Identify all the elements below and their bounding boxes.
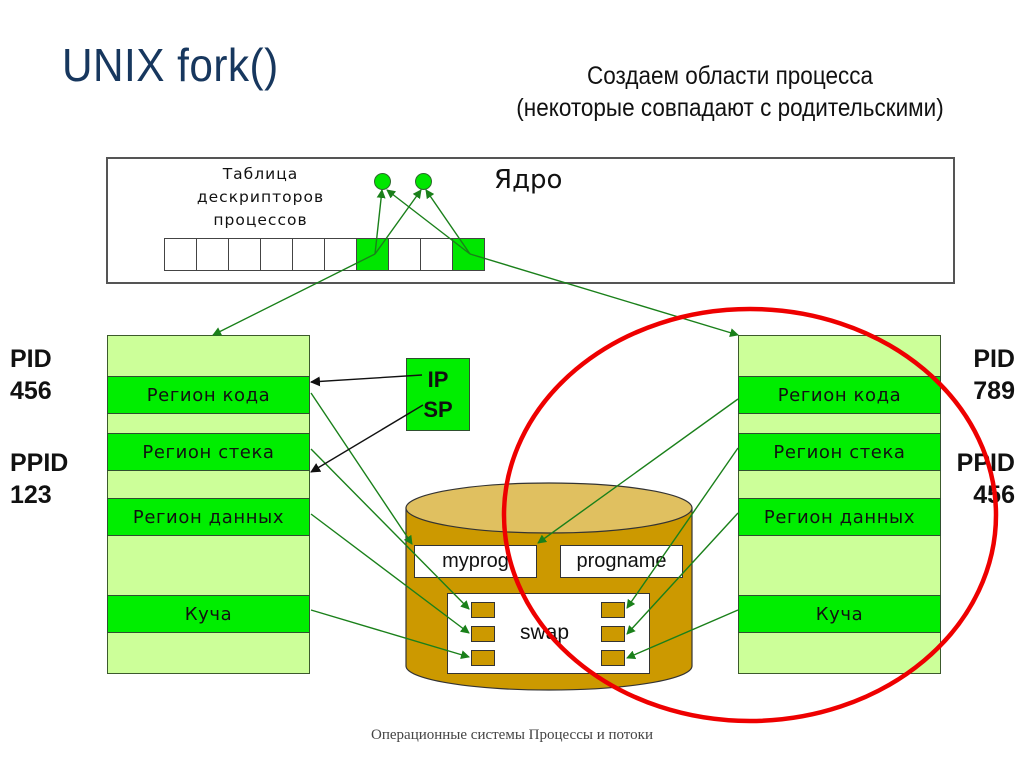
swap-page-left-3 xyxy=(471,650,495,666)
kernel-label: Ядро xyxy=(494,165,563,195)
arrow-child-heap-to-swap xyxy=(626,609,739,659)
table-slot-empty xyxy=(196,238,228,271)
table-slot-empty xyxy=(228,238,260,271)
table-slot-empty xyxy=(388,238,420,271)
parent-ppid-label: PPID xyxy=(10,449,69,477)
slide-title: UNIX fork() xyxy=(62,39,279,91)
parent-pid-label: PID xyxy=(10,345,52,373)
subtitle-line-1: Создаем области процесса xyxy=(586,62,873,90)
swap-page-left-2 xyxy=(471,626,495,642)
arrow-slot10-to-node-2 xyxy=(425,189,471,255)
child-pid: PID 789 xyxy=(967,343,1015,407)
arrow-child-data-to-swap xyxy=(626,512,739,635)
table-label-line-3: процессов xyxy=(213,211,308,229)
arrow-parent-data-to-swap xyxy=(310,513,470,634)
child-stack-region: Регион стека xyxy=(738,433,941,471)
arrow-slot-to-node-1 xyxy=(374,189,386,255)
file-progname: progname xyxy=(560,545,683,578)
arrow-table-to-child xyxy=(469,253,739,337)
arrow-child-stack-to-swap xyxy=(626,447,739,609)
child-code-region: Регион кода xyxy=(738,376,941,414)
process-descriptor-table xyxy=(164,238,485,271)
child-heap-region: Куча xyxy=(738,595,941,633)
arrow-slot10-to-node-1 xyxy=(386,189,471,255)
subtitle-line-2: (некоторые совпадают с родительскими) xyxy=(516,94,944,122)
swap-page-right-1 xyxy=(601,602,625,618)
swap-page-right-2 xyxy=(601,626,625,642)
arrow-slot-to-node-2 xyxy=(374,189,422,255)
table-slot-empty xyxy=(164,238,196,271)
child-data-region: Регион данных xyxy=(738,498,941,536)
swap-label: swap xyxy=(520,621,570,644)
ip-register: IP xyxy=(427,366,449,392)
arrow-child-code-to-myprog xyxy=(537,398,739,544)
table-slot-empty xyxy=(292,238,324,271)
parent-process-memory: Регион кода Регион стека Регион данных К… xyxy=(107,335,310,674)
table-slot-empty xyxy=(260,238,292,271)
table-label-line-1: Таблица xyxy=(222,165,299,183)
parent-code-region: Регион кода xyxy=(107,376,310,414)
child-pid-label: PID xyxy=(973,345,1015,373)
parent-ppid: PPID 123 xyxy=(10,447,68,511)
descriptor-node-2 xyxy=(415,173,432,190)
arrow-parent-stack-to-swap xyxy=(310,448,470,610)
table-slot-empty xyxy=(420,238,452,271)
table-slot-empty xyxy=(324,238,356,271)
parent-data-region: Регион данных xyxy=(107,498,310,536)
child-pid-value: 789 xyxy=(973,377,1015,405)
slide-footer: Операционные системы Процессы и потоки xyxy=(371,727,653,743)
parent-pid: PID 456 xyxy=(10,343,52,407)
swap-page-right-3 xyxy=(601,650,625,666)
parent-stack-region: Регион стека xyxy=(107,433,310,471)
registers-box: IP SP xyxy=(406,358,470,431)
arrow-parent-code-to-myprog xyxy=(310,392,413,545)
arrow-parent-heap-to-swap xyxy=(310,609,470,660)
child-process-memory: Регион кода Регион стека Регион данных К… xyxy=(738,335,941,674)
process-table-label: Таблица дескрипторов процессов xyxy=(178,163,343,232)
swap-page-left-1 xyxy=(471,602,495,618)
parent-heap-region: Куча xyxy=(107,595,310,633)
disk-top xyxy=(405,482,693,534)
slide-subtitle: Создаем области процесса (некоторые совп… xyxy=(451,60,1009,124)
table-label-line-2: дескрипторов xyxy=(196,188,325,206)
sp-register: SP xyxy=(423,396,453,422)
file-myprog: myprog xyxy=(414,545,537,578)
parent-ppid-value: 123 xyxy=(10,481,52,509)
highlight-circle xyxy=(501,306,999,724)
arrow-table-to-parent xyxy=(212,253,376,336)
parent-pid-value: 456 xyxy=(10,377,52,405)
arrow-ip-to-code xyxy=(310,374,423,387)
arrow-sp-to-stack xyxy=(310,404,424,473)
